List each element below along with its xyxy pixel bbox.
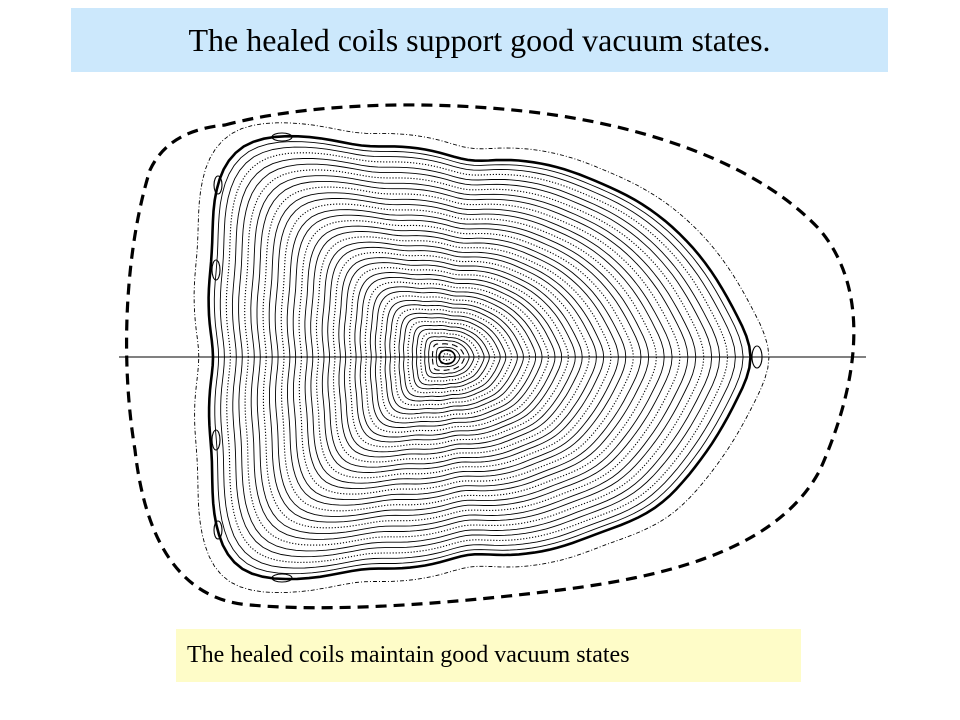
flux-surface [327, 246, 597, 468]
flux-surface [310, 231, 619, 484]
caption-box: The healed coils maintain good vacuum st… [176, 629, 801, 682]
flux-surface [213, 141, 744, 575]
flux-surface [343, 262, 576, 453]
flux-surface [393, 308, 513, 406]
caption-text: The healed coils maintain good vacuum st… [187, 642, 630, 668]
flux-surface [431, 343, 466, 371]
flux-surface [292, 214, 642, 501]
edge-island [211, 429, 221, 451]
flux-surface [428, 339, 470, 375]
flux-surface [219, 146, 736, 569]
flux-surface [338, 257, 583, 458]
flux-surface [268, 192, 673, 523]
edge-island [271, 132, 293, 142]
edge-island [271, 573, 293, 583]
edge-island [213, 175, 223, 195]
edge-island [751, 345, 763, 369]
flux-surface [359, 276, 556, 438]
flux-surface [407, 320, 496, 394]
flux-surface [238, 163, 713, 552]
title-banner: The healed coils support good vacuum sta… [71, 8, 888, 72]
flux-surface [274, 197, 665, 517]
flux-surface [244, 169, 705, 546]
flux-surface [424, 336, 475, 378]
flux-surface [354, 272, 563, 443]
flux-surface [416, 328, 485, 386]
flux-surface [349, 267, 569, 448]
flux-surface [411, 324, 490, 390]
flux-surface [389, 304, 518, 410]
last-closed-flux-surface [207, 134, 752, 581]
outer-vessel-boundary [124, 103, 856, 610]
flux-surface [374, 290, 537, 424]
flux-surfaces [193, 122, 770, 594]
flux-surface [231, 158, 721, 558]
flux-surface [321, 241, 605, 473]
flux-surface [298, 220, 634, 495]
magnetic-axis [438, 349, 456, 365]
magnetic-islands [211, 132, 763, 583]
flux-surface [442, 353, 452, 361]
flux-surface [304, 225, 627, 490]
flux-surface [315, 236, 612, 479]
flux-surface [379, 295, 531, 419]
slide-title: The healed coils support good vacuum sta… [188, 21, 771, 58]
flux-surface [435, 346, 461, 368]
flux-surface [403, 316, 501, 398]
flux-surface [256, 180, 689, 535]
flux-surface [384, 299, 524, 415]
flux-surface [369, 286, 543, 428]
flux-surface [286, 209, 650, 506]
stochastic-edge-layer [193, 122, 770, 594]
flux-surface [225, 152, 729, 563]
flux-surface [250, 175, 697, 540]
flux-surface [262, 186, 681, 529]
flux-surface [364, 281, 550, 433]
flux-surface [398, 312, 507, 402]
edge-island [211, 259, 221, 281]
edge-island [213, 520, 223, 540]
